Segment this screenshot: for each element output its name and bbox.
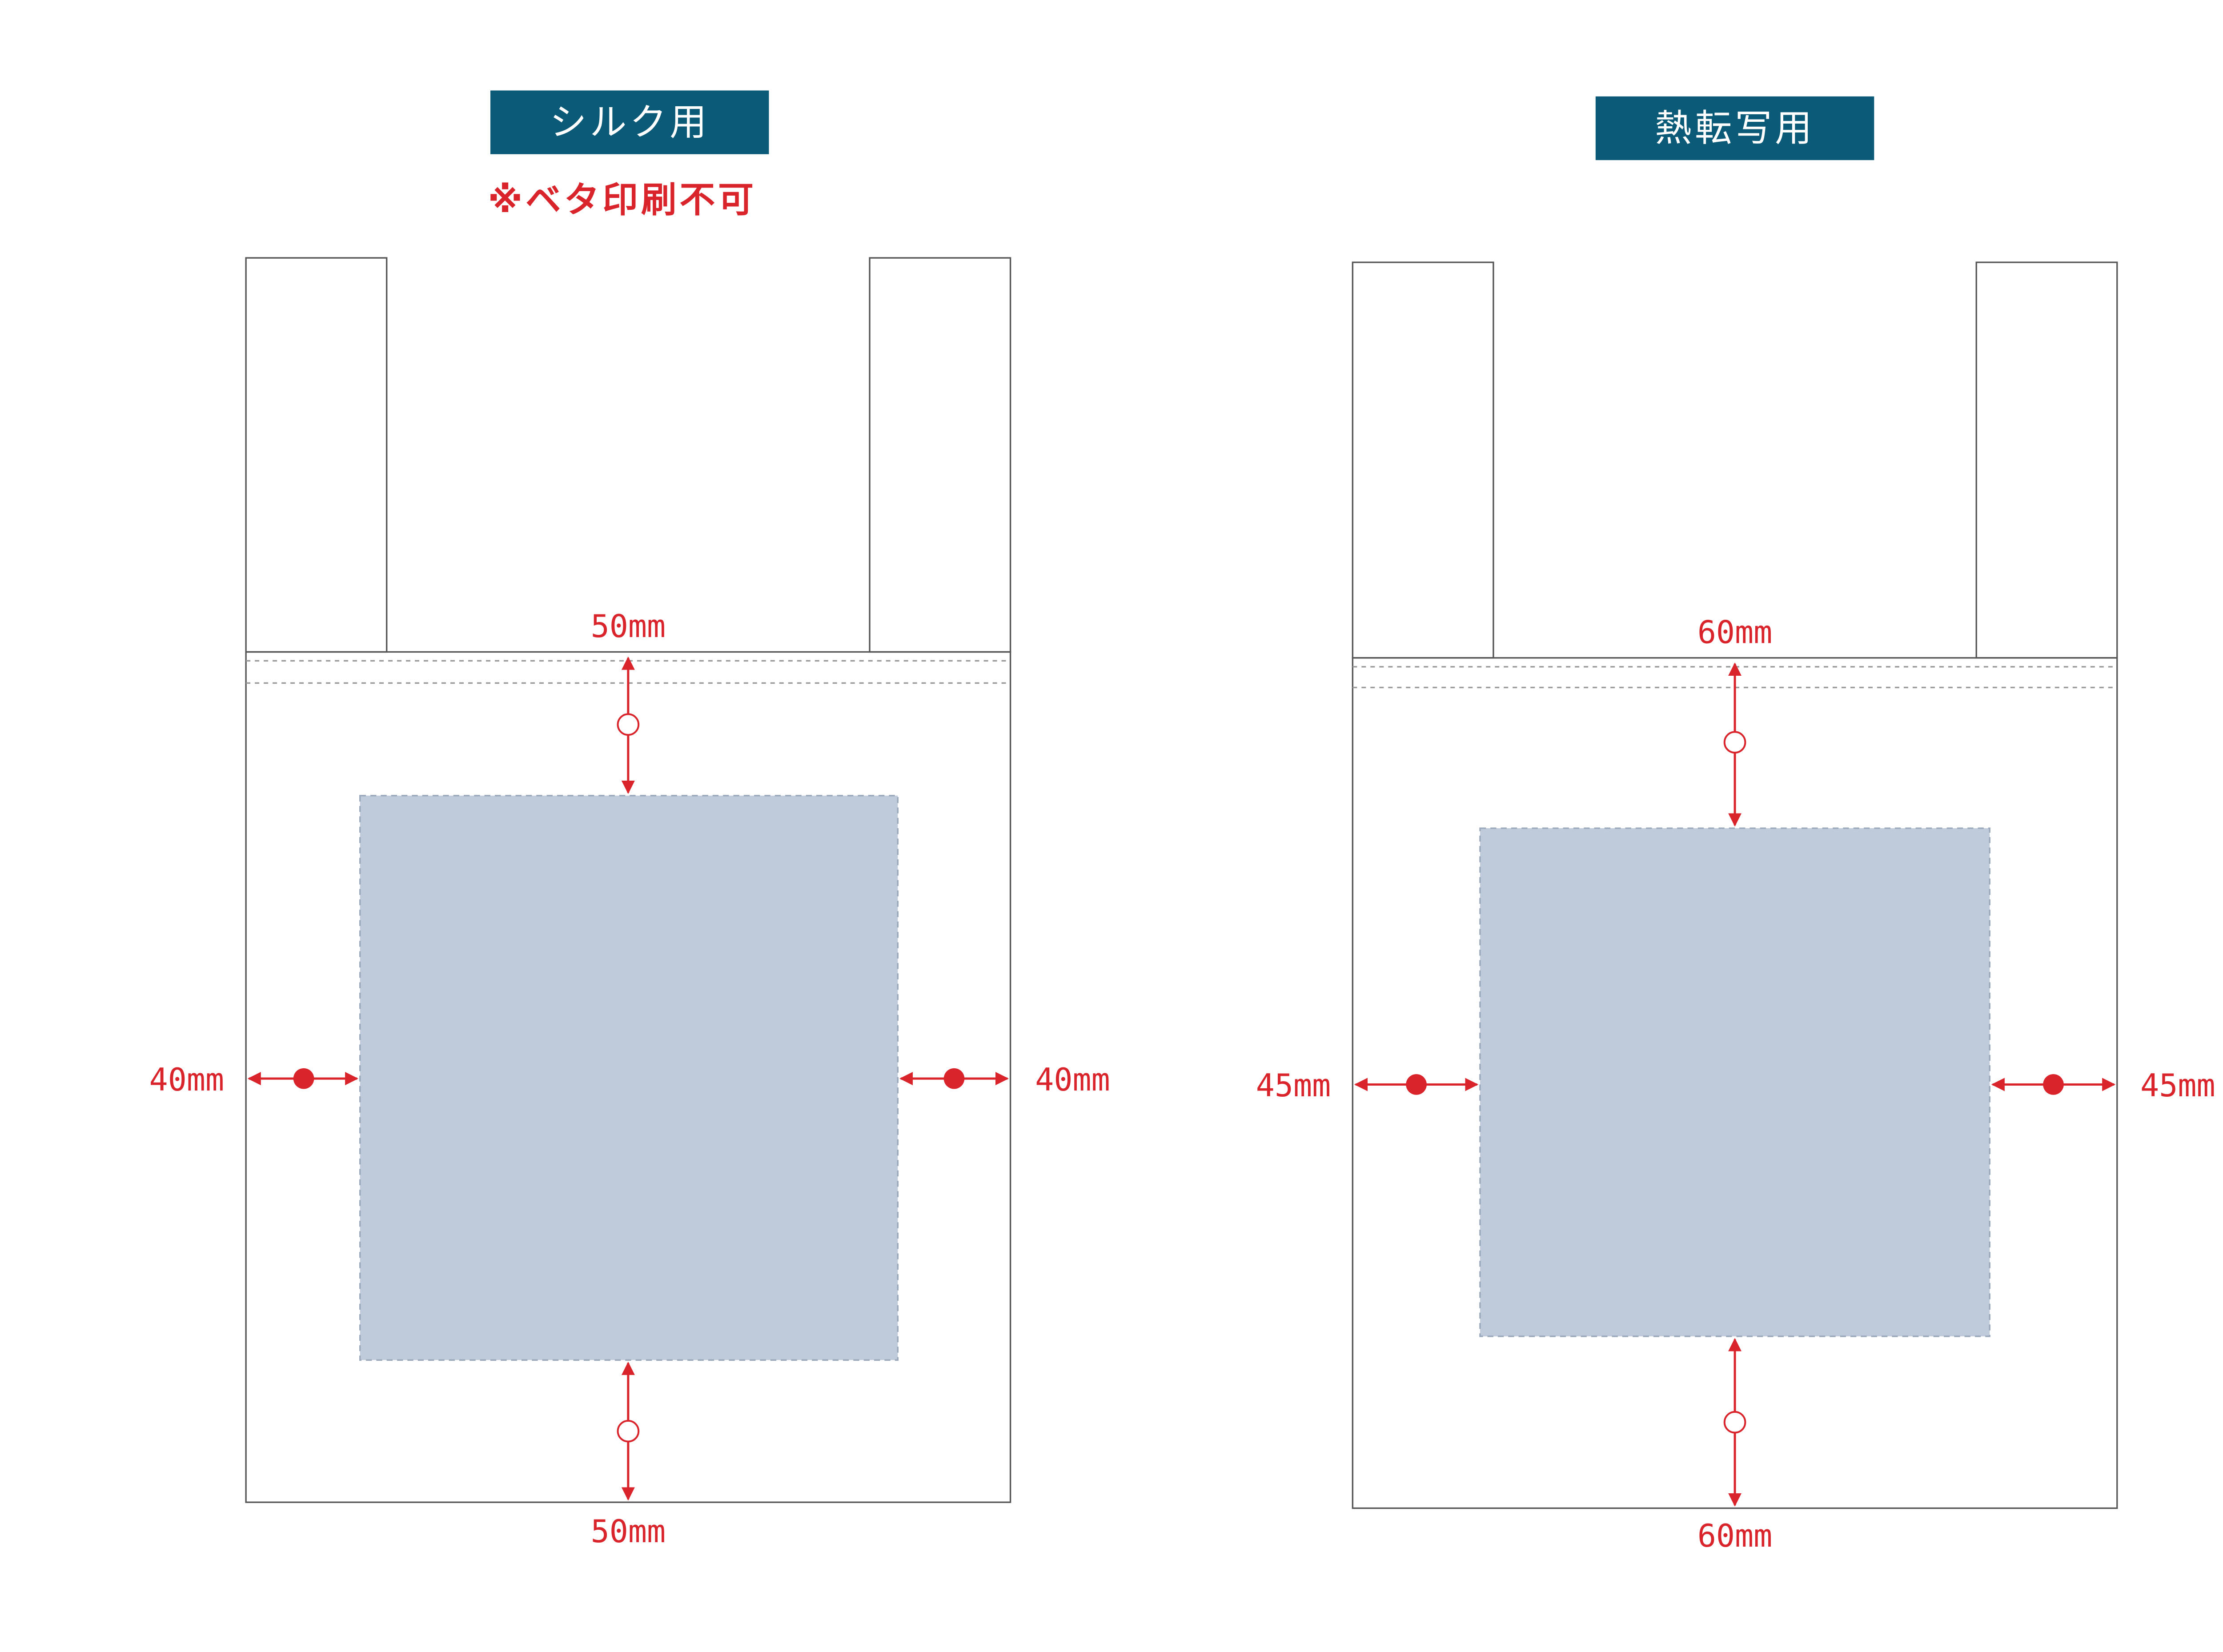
silk-print-area: [359, 795, 899, 1361]
heat-transfer-right-margin-marker: [2043, 1074, 2064, 1095]
heat-transfer-bottom-margin-label: 60mm: [1697, 1518, 1773, 1554]
panel-heat-transfer: 熱転写用 60mm 60mm 45mm 45mm: [1256, 96, 2215, 1554]
heat-transfer-bag-body: [1352, 657, 2118, 1509]
silk-bottom-margin-marker: [617, 1419, 640, 1443]
silk-bottom-margin-label: 50mm: [591, 1513, 666, 1550]
silk-header-label: シルク用: [550, 101, 710, 144]
silk-right-handle: [869, 257, 1011, 653]
silk-bag-outline: [245, 257, 1011, 1503]
silk-header-badge: [490, 90, 769, 154]
panel-silk: シルク用 ※ベタ印刷不可 50mm 50mm 40mm 40mm: [149, 90, 1110, 1550]
silk-left-margin-label: 40mm: [149, 1062, 225, 1098]
silk-top-margin-marker: [617, 713, 640, 736]
silk-bag-body: [245, 651, 1011, 1503]
silk-left-margin-marker: [293, 1068, 314, 1089]
heat-transfer-top-margin-label: 60mm: [1697, 614, 1773, 650]
silk-note: ※ベタ印刷不可: [488, 179, 756, 221]
silk-right-margin-marker: [943, 1068, 965, 1089]
heat-transfer-left-handle: [1352, 261, 1494, 659]
silk-top-margin-label: 50mm: [591, 608, 666, 645]
heat-transfer-left-margin-marker: [1406, 1074, 1427, 1095]
silk-right-margin-label: 40mm: [1035, 1062, 1110, 1098]
heat-transfer-top-margin-marker: [1723, 731, 1746, 754]
heat-transfer-bottom-margin-marker: [1723, 1411, 1746, 1434]
heat-transfer-left-margin-label: 45mm: [1256, 1067, 1331, 1104]
heat-transfer-header-label: 熱転写用: [1655, 107, 1815, 150]
heat-transfer-bag-outline: [1352, 261, 2118, 1509]
heat-transfer-header-badge: [1595, 96, 1874, 160]
heat-transfer-print-area: [1479, 827, 1990, 1337]
heat-transfer-right-margin-label: 45mm: [2140, 1067, 2215, 1104]
silk-left-handle: [245, 257, 388, 653]
heat-transfer-right-handle: [1975, 261, 2118, 659]
